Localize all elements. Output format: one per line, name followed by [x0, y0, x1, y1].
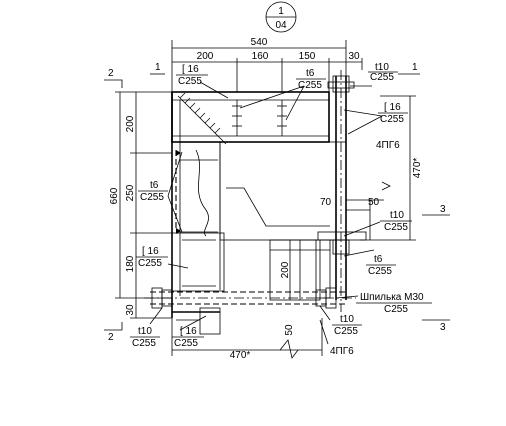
left-dimensions: 660 200 250 180 30 — [109, 91, 172, 319]
dim-30-top: 30 — [348, 51, 360, 62]
right-assembly: 70 50 — [219, 70, 391, 312]
section-3-bottom: 3 — [440, 322, 446, 333]
label-t10-low: t10 — [340, 314, 354, 325]
dim-h200: 200 — [125, 115, 136, 132]
leader-lines — [149, 81, 383, 345]
section-1-right: 1 — [412, 62, 418, 73]
section-2-bottom: 2 — [108, 332, 114, 343]
dim-200: 200 — [197, 51, 214, 62]
label-c16-left: [ 16 — [142, 246, 159, 257]
dim-70: 70 — [320, 197, 332, 208]
dim-470-bottom: 470* — [230, 350, 251, 361]
label-stud-steel: C255 — [384, 304, 408, 315]
dim-470-right: 470* — [412, 158, 423, 179]
label-c16-top-steel: C255 — [178, 76, 202, 87]
section-3-top: 3 — [440, 204, 446, 215]
section-marks: 2 1 1 2 3 3 — [104, 62, 450, 343]
label-t6-top-steel: C255 — [298, 80, 322, 91]
annotation-labels: [ 16 C255 t6 C255 t10 C255 [ 16 C255 4ПГ… — [130, 62, 432, 357]
detail-callout: 1 04 — [265, 1, 297, 33]
corner-weld-hatch — [177, 92, 227, 145]
callout-number: 1 — [278, 6, 284, 17]
label-c16-left-steel: C255 — [138, 258, 162, 269]
label-4pg6-right: 4ПГ6 — [376, 140, 400, 151]
label-t10-top-steel: C255 — [370, 72, 394, 83]
label-t6-top: t6 — [306, 68, 315, 79]
lower-plates: 200 50 — [269, 239, 331, 336]
dim-h180: 180 — [125, 255, 136, 272]
dim-h30: 30 — [125, 304, 136, 316]
label-t10-bottom-left: t10 — [138, 326, 152, 337]
label-t6-left-steel: C255 — [140, 192, 164, 203]
top-dimensions: 540 200 160 150 30 — [171, 37, 363, 92]
label-c16-top: [ 16 — [182, 64, 199, 75]
dim-50-top: 50 — [368, 197, 380, 208]
dim-v200: 200 — [280, 261, 291, 278]
label-t6-mid: t6 — [374, 254, 383, 265]
label-stud-m30: Шпилька М30 — [360, 292, 424, 303]
label-t10-mid: t10 — [390, 210, 404, 221]
label-c16-bottom: [ 16 — [180, 326, 197, 337]
label-t6-left: t6 — [150, 180, 159, 191]
section-2-top: 2 — [108, 68, 114, 79]
dim-160: 160 — [252, 51, 269, 62]
dim-540: 540 — [251, 37, 268, 48]
label-t10-bottom-left-steel: C255 — [132, 338, 156, 349]
section-1-left: 1 — [155, 62, 161, 73]
column-ribs — [175, 149, 218, 287]
label-t10-top: t10 — [375, 62, 389, 73]
label-4pg6-bottom: 4ПГ6 — [330, 346, 354, 357]
label-t10-mid-steel: C255 — [384, 222, 408, 233]
label-c16-right: [ 16 — [384, 102, 401, 113]
bottom-dimension: 470* — [171, 318, 323, 361]
top-beam — [171, 91, 330, 143]
callout-sheet: 04 — [275, 20, 287, 31]
right-dimension: 470* — [360, 95, 423, 241]
dim-v50: 50 — [284, 324, 295, 336]
left-column — [171, 92, 225, 318]
label-t6-mid-steel: C255 — [368, 266, 392, 277]
label-c16-right-steel: C255 — [380, 114, 404, 125]
top-beam-stiffeners — [232, 105, 287, 127]
dim-h250: 250 — [125, 184, 136, 201]
dim-150: 150 — [299, 51, 316, 62]
dim-660: 660 — [109, 187, 120, 204]
label-t10-low-steel: C255 — [334, 326, 358, 337]
label-c16-bottom-steel: C255 — [174, 338, 198, 349]
bottom-plate — [172, 307, 221, 335]
